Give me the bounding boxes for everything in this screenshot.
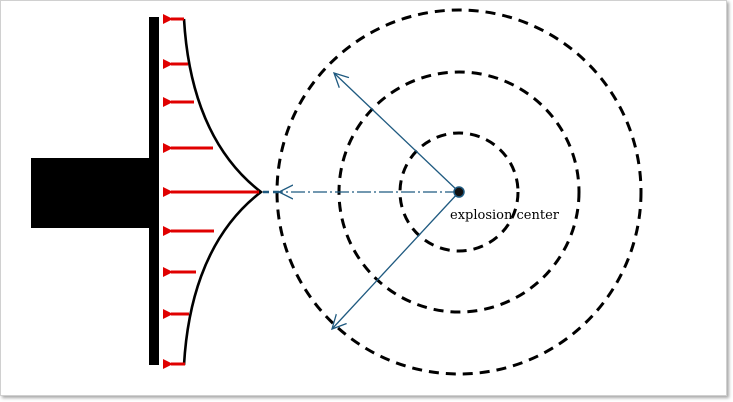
wave-rays xyxy=(263,73,460,329)
structure xyxy=(31,17,159,365)
wavefront-inner xyxy=(398,131,520,253)
ray-down-left xyxy=(332,191,460,329)
explosion-center-label: explosion center xyxy=(450,208,560,223)
figure-frame: explosion center xyxy=(0,0,727,396)
wall xyxy=(149,17,159,365)
wavefront-outer xyxy=(275,8,643,376)
ray-up-left xyxy=(334,73,460,193)
explosion-center-dot xyxy=(453,186,465,198)
pressure-curve xyxy=(182,18,264,366)
pressure-arrows xyxy=(163,14,259,369)
foundation-block xyxy=(31,158,153,228)
explosion-pressure-diagram: explosion center xyxy=(31,8,643,376)
